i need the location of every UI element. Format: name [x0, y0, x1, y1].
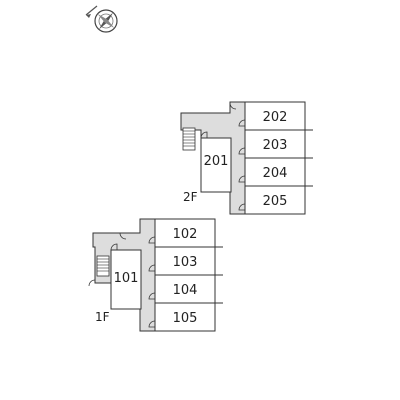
- stair-1f: [96, 255, 110, 277]
- room-203: [244, 129, 306, 159]
- room-label-105: 105: [173, 311, 198, 326]
- room-label-101: 101: [114, 271, 139, 286]
- floor-2f: 202 203 204 205 201 2F: [180, 101, 313, 215]
- room-105: [154, 302, 216, 332]
- room-104: [154, 274, 216, 304]
- room-label-203: 203: [263, 138, 288, 153]
- floor-label-2f: 2F: [183, 190, 198, 204]
- room-label-202: 202: [263, 110, 288, 125]
- stair-2f: [182, 127, 196, 151]
- floor-label-1f: 1F: [95, 310, 110, 324]
- floor-1f: 102 103 104 105 101 1F: [88, 218, 223, 332]
- door-arcs-2f: [200, 102, 246, 211]
- room-103: [154, 246, 216, 276]
- compass-rose-icon: [85, 5, 118, 33]
- room-label-204: 204: [263, 166, 288, 181]
- room-204: [244, 157, 306, 187]
- room-label-104: 104: [173, 283, 198, 298]
- room-205: [244, 185, 306, 215]
- room-label-201: 201: [204, 154, 229, 169]
- room-label-205: 205: [263, 194, 288, 209]
- door-arcs-1f: [88, 232, 156, 328]
- room-101: [110, 249, 142, 310]
- room-201: [200, 137, 232, 193]
- room-102: [154, 218, 216, 248]
- room-label-102: 102: [173, 227, 198, 242]
- room-label-103: 103: [173, 255, 198, 270]
